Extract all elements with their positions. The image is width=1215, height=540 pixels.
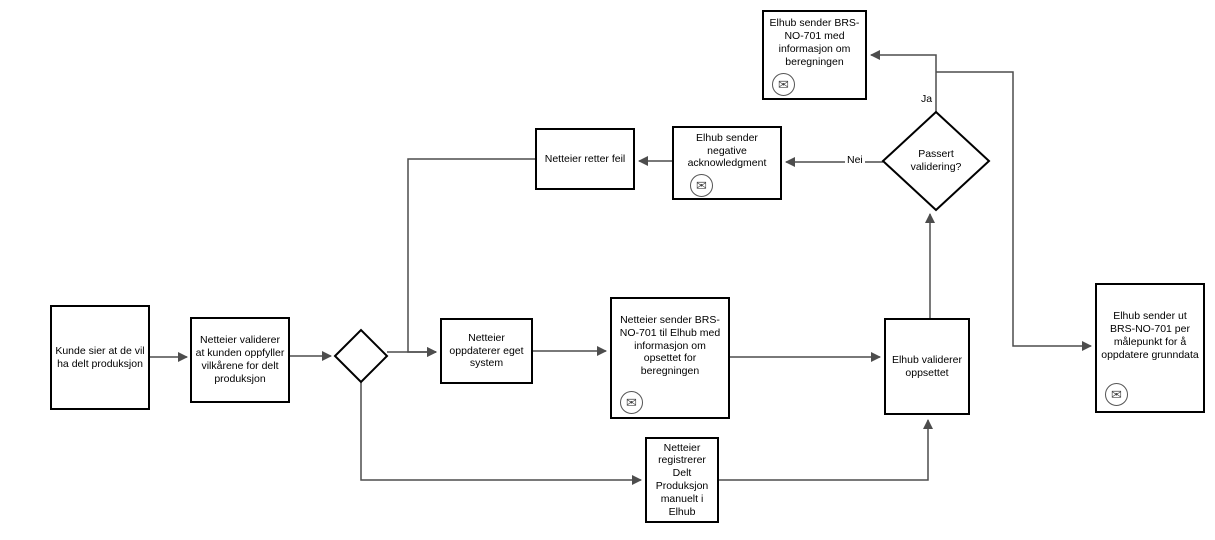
message-envelope-icon: ✉	[620, 391, 643, 414]
decision-passert-validering-shape	[881, 110, 991, 212]
node-label: Elhub sender negative acknowledgment	[687, 131, 767, 170]
decision-passert-validering-label: Passert validering?	[910, 148, 962, 173]
node-netteier-oppdaterer-system: Netteier oppdaterer eget system	[440, 318, 533, 384]
edge-label-ja: Ja	[919, 93, 935, 105]
message-envelope-icon: ✉	[772, 73, 795, 96]
node-elhub-validerer-oppsettet: Elhub validerer oppsettet	[884, 318, 970, 415]
arrow-retterfeil-to-oppdaterer	[407, 158, 535, 357]
arrow-registrerer-to-elhubvaliderer	[717, 419, 933, 481]
node-elhub-sender-ut-brs-grunndata: Elhub sender ut BRS-NO-701 per målepunkt…	[1095, 283, 1205, 413]
node-label: Netteier registrerer Delt Produksjon man…	[655, 441, 709, 518]
node-label: Netteier validerer at kunden oppfyller v…	[195, 334, 285, 385]
node-label: Netteier retter feil	[544, 152, 626, 165]
message-envelope-icon: ✉	[1105, 383, 1128, 406]
node-netteier-registrerer-manuelt: Netteier registrerer Delt Produksjon man…	[645, 437, 719, 523]
arrow-passert-ja-to-senderinfo	[870, 50, 937, 112]
node-elhub-negative-acknowledgment: Elhub sender negative acknowledgment ✉	[672, 126, 782, 200]
node-netteier-sender-brs-no-701: Netteier sender BRS-NO-701 til Elhub med…	[610, 297, 730, 419]
decision-branch-shape	[333, 328, 389, 384]
node-kunde-delt-produksjon: Kunde sier at de vil ha delt produksjon	[50, 305, 150, 410]
message-envelope-icon: ✉	[690, 174, 713, 197]
arrow-ja-to-senderut	[936, 71, 1092, 351]
node-netteier-validerer-vilkar: Netteier validerer at kunden oppfyller v…	[190, 317, 290, 403]
node-label: Elhub sender ut BRS-NO-701 per målepunkt…	[1101, 310, 1199, 361]
node-label: Elhub validerer oppsettet	[891, 353, 963, 379]
node-label: Kunde sier at de vil ha delt produksjon	[55, 344, 145, 370]
node-label: Netteier oppdaterer eget system	[449, 331, 524, 370]
node-label: Netteier sender BRS-NO-701 til Elhub med…	[619, 314, 721, 378]
node-elhub-sender-brs-info-beregning: Elhub sender BRS-NO-701 med informasjon …	[762, 10, 867, 100]
node-label: Elhub sender BRS-NO-701 med informasjon …	[769, 17, 860, 68]
node-netteier-retter-feil: Netteier retter feil	[535, 128, 635, 190]
arrow-branch-to-registrerer	[360, 381, 642, 485]
edge-label-nei: Nei	[845, 154, 865, 166]
